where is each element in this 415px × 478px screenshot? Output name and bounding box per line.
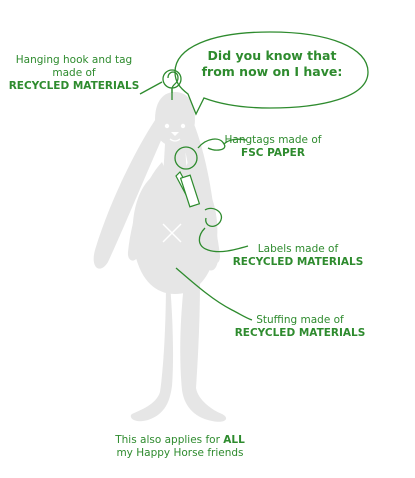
bubble-line-2: from now on I have: (201, 64, 343, 79)
hangtag-circle (174, 146, 198, 170)
hook-icon (167, 71, 179, 93)
bunny-silhouette (93, 92, 227, 422)
labels-callout (204, 207, 223, 228)
footer-note: This also applies for ALL my Happy Horse… (115, 434, 245, 459)
belly-x-mark (162, 223, 182, 243)
labels-label: Labels made of RECYCLED MATERIALS (232, 243, 364, 268)
speech-bubble (174, 31, 369, 116)
hangtag-shape (175, 171, 201, 208)
bunny-right-leg (180, 280, 227, 422)
hook-label: Hanging hook and tag made of RECYCLED MA… (8, 54, 140, 92)
bunny-head (155, 92, 195, 147)
stuffing-label: Stuffing made of RECYCLED MATERIALS (234, 314, 366, 339)
bunny-body (132, 168, 218, 294)
bunny-left-leg (130, 280, 174, 422)
bunny-left-ear (93, 110, 170, 269)
speech-bubble-text: Did you know that from now on I have: (192, 48, 352, 80)
stuffing-callout (175, 267, 253, 321)
hangtags-label: Hangtags made of FSC PAPER (224, 134, 322, 159)
bubble-line-1: Did you know that (207, 48, 337, 63)
bunny-face (164, 123, 186, 136)
callout-lines (139, 31, 369, 321)
